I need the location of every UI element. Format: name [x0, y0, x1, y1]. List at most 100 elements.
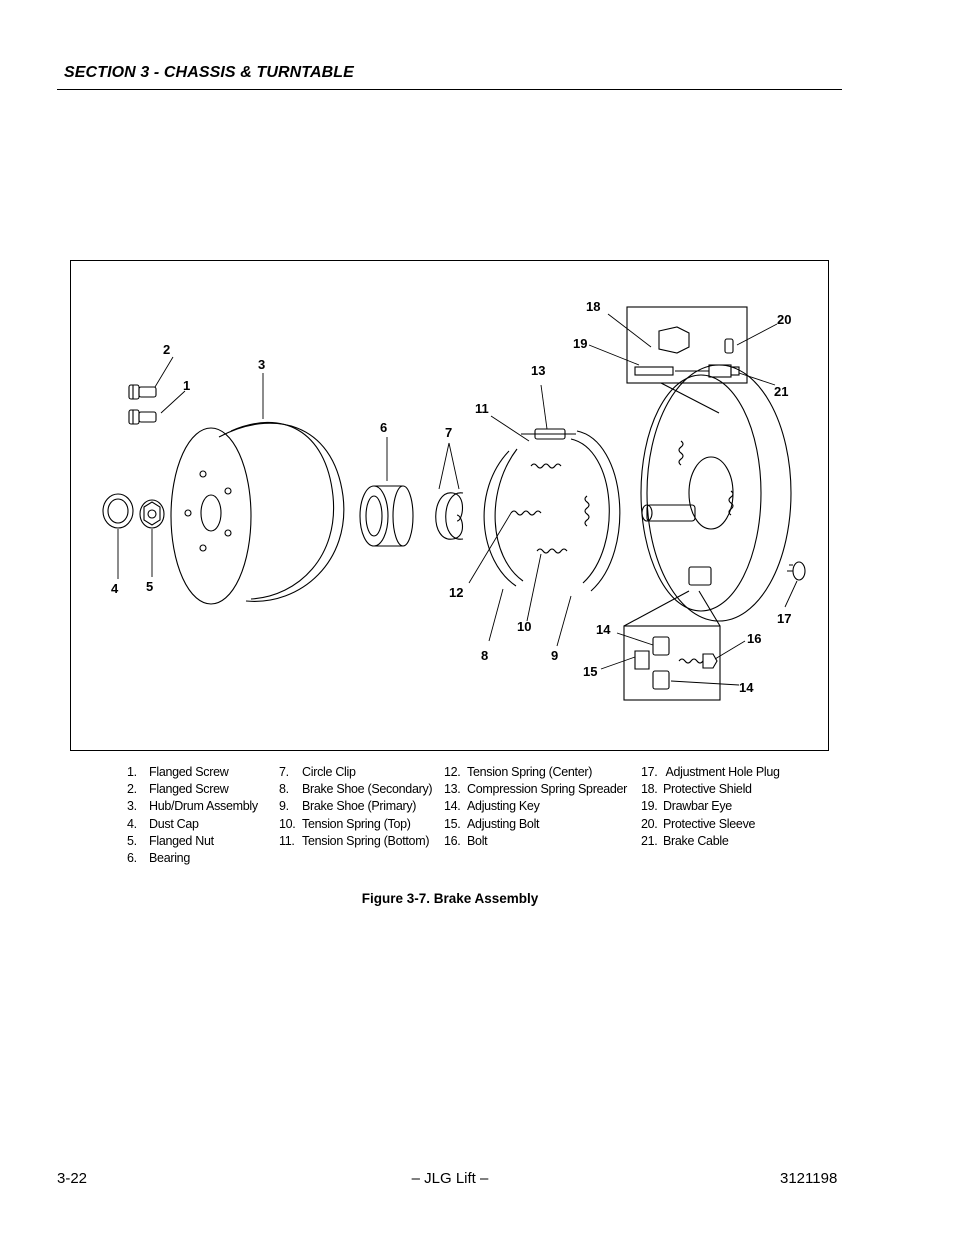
brake-shoe-primary [570, 430, 621, 592]
legend-number: 13. [444, 782, 461, 797]
brake-assembly-diagram: 1 2 3 4 5 6 7 8 9 10 11 12 13 14 14 15 1… [102, 299, 806, 701]
legend-item: 7. Circle Clip [279, 764, 432, 781]
header-rule [57, 89, 842, 90]
legend-text: Circle Clip [302, 765, 356, 779]
detail-inset-cable [626, 306, 748, 414]
callout-7: 7 [445, 425, 452, 440]
legend-text: Adjusting Key [467, 799, 540, 814]
legend-item: 19. Drawbar Eye [641, 798, 780, 815]
legend-number: 19. [641, 799, 658, 814]
legend-number: 21. [641, 833, 658, 848]
callout-8: 8 [481, 648, 488, 663]
callout-19: 19 [573, 336, 587, 351]
legend-number: 10. [279, 816, 296, 831]
hub-drum-assembly [170, 421, 345, 605]
backing-plate [640, 364, 792, 622]
callout-20: 20 [777, 312, 791, 327]
legend-item: 16. Bolt [444, 833, 627, 850]
document-number: 3121198 [780, 1170, 838, 1187]
legend-number: 14. [444, 799, 461, 814]
legend-text: Flanged Nut [149, 833, 214, 848]
legend-item: 14. Adjusting Key [444, 798, 627, 815]
legend-item: 4.Dust Cap [127, 816, 258, 833]
adjustment-hole-plug [787, 561, 806, 581]
callout-3: 3 [258, 357, 265, 372]
legend-text: Flanged Screw [149, 782, 229, 797]
legend-item: 8. Brake Shoe (Secondary) [279, 781, 433, 798]
legend-text: Brake Shoe (Secondary) [302, 782, 433, 797]
legend-item: 15. Adjusting Bolt [444, 816, 627, 833]
legend-text: Flanged Screw [149, 765, 229, 779]
legend-text: Adjusting Bolt [467, 816, 540, 831]
legend-item: 12. Tension Spring (Center) [444, 764, 627, 781]
legend-item: 5.Flanged Nut [127, 833, 258, 850]
legend-text: Adjustment Hole Plug [663, 765, 780, 779]
legend-number: 17. [641, 765, 658, 779]
legend-item: 10. Tension Spring (Top) [279, 816, 432, 833]
legend-text: Protective Sleeve [663, 816, 756, 831]
legend-number: 4. [127, 816, 137, 831]
legend-item: 21. Brake Cable [641, 833, 780, 850]
legend-item: 6. Bearing [127, 850, 258, 867]
legend-item: 1. Flanged Screw [127, 764, 258, 781]
callout-9: 9 [551, 648, 558, 663]
legend-column-2: 7. Circle Clip 8. Brake Shoe (Secondary) 9… [279, 764, 433, 850]
footer-center: – JLG Lift – [411, 1170, 489, 1187]
legend-text: Bearing [149, 851, 190, 866]
legend-text: Tension Spring (Bottom) [302, 833, 430, 848]
legend-number: 7. [279, 765, 289, 779]
callout-11: 11 [475, 401, 489, 416]
callout-6: 6 [380, 420, 387, 435]
legend-column-4: 17. Adjustment Hole Plug 18.Protective S… [641, 764, 780, 850]
legend-item: 17. Adjustment Hole Plug [641, 764, 780, 781]
legend-item: 13. Compression Spring Spreader [444, 781, 627, 798]
callout-1: 1 [183, 378, 190, 393]
legend-number: 6. [127, 851, 137, 866]
legend-text: Hub/Drum Assembly [149, 799, 258, 814]
legend-number: 16. [444, 833, 461, 848]
legend-number: 2. [127, 782, 137, 797]
callout-14-top: 14 [596, 622, 611, 637]
legend-item: 20. Protective Sleeve [641, 816, 780, 833]
callout-12: 12 [449, 585, 463, 600]
callout-5: 5 [146, 579, 153, 594]
brake-shoe-secondary [483, 448, 524, 587]
figure-frame: 1 2 3 4 5 6 7 8 9 10 11 12 13 14 14 15 1… [70, 260, 829, 751]
flanged-screw-bottom [128, 409, 157, 425]
legend-text: Tension Spring (Center) [467, 765, 593, 779]
page-number: 3-22 [57, 1170, 88, 1187]
dust-cap [102, 493, 134, 529]
circle-clips [435, 492, 464, 540]
legend-text: Tension Spring (Top) [302, 816, 411, 831]
legend-number: 8. [279, 782, 289, 797]
legend-text: Drawbar Eye [663, 799, 732, 814]
callout-10: 10 [517, 619, 531, 634]
callout-16: 16 [747, 631, 761, 646]
legend-number: 9. [279, 799, 289, 814]
callout-13: 13 [531, 363, 545, 378]
legend-text: Compression Spring Spreader [467, 782, 628, 797]
flanged-screw-top [128, 384, 157, 400]
detail-inset-adjuster [623, 590, 721, 701]
legend-number: 1. [127, 765, 137, 779]
legend-item: 11. Tension Spring (Bottom) [279, 833, 432, 850]
callout-17: 17 [777, 611, 791, 626]
legend-column-1: 1. Flanged Screw 2. Flanged Screw 3. Hub/Dr… [127, 764, 258, 867]
legend-number: 12. [444, 765, 461, 779]
legend-text: Brake Cable [663, 833, 729, 848]
legend-column-3: 12. Tension Spring (Center) 13. Compressio… [444, 764, 627, 850]
legend-number: 20. [641, 816, 658, 831]
springs [510, 428, 590, 554]
legend-text: Bolt [467, 833, 488, 848]
figure-caption: Figure 3-7. Brake Assembly [361, 891, 539, 906]
bearing [359, 485, 414, 547]
legend-number: 11. [279, 833, 295, 848]
callout-14-bottom: 14 [739, 680, 754, 695]
legend-number: 3. [127, 799, 137, 814]
legend-text: Protective Shield [663, 782, 752, 797]
legend-item: 3. Hub/Drum Assembly [127, 798, 258, 815]
legend-item: 18.Protective Shield [641, 781, 780, 798]
leader-lines [117, 313, 798, 686]
flanged-nut [139, 499, 165, 529]
legend-number: 15. [444, 816, 461, 831]
